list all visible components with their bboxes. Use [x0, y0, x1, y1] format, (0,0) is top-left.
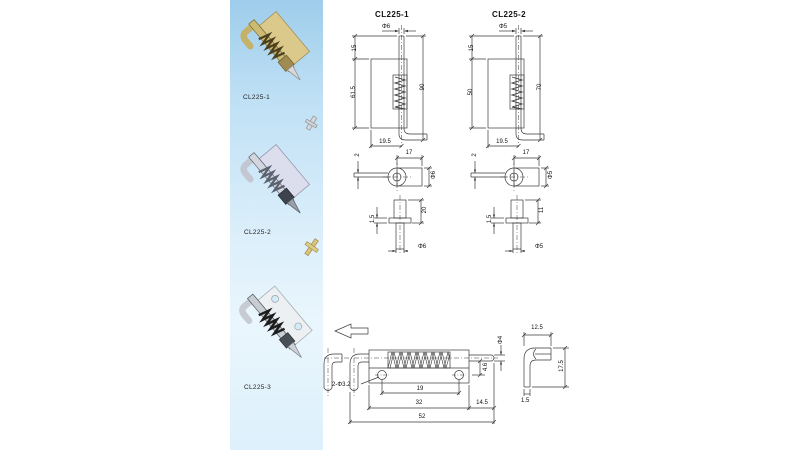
dim-foot-offset: 19.5 — [496, 139, 508, 145]
dim-top-segment: 15 — [469, 44, 475, 52]
product-label-cl225-2: CL225-2 — [244, 229, 272, 236]
dim-collar-thickness: 1.5 — [370, 214, 376, 224]
top-view-cl225-2: 2 17 Φ5 — [469, 148, 569, 196]
dim-rod-dia: Φ6 — [381, 24, 391, 30]
dim-overall-height: 90 — [420, 83, 426, 91]
dim-pin-dia: Φ5 — [534, 244, 544, 250]
spring-coil — [258, 307, 286, 337]
dim-body-height: 50 — [468, 88, 474, 96]
dim-rod-dia: Φ6 — [431, 170, 437, 180]
latch-photo-illustration — [240, 144, 311, 214]
dim-hole-callout: 2-Φ3.2 — [332, 382, 351, 388]
dim-plate-thickness: 2 — [355, 153, 361, 157]
front-view-cl225-2: Φ5 15 50 70 19.5 — [455, 22, 567, 152]
latch-photo-illustration — [240, 11, 311, 81]
dim-rod-dia: Φ5 — [548, 170, 554, 180]
drawing-title-cl225-1: CL225-1 — [375, 10, 409, 19]
dim-collar-thickness: 1.5 — [487, 214, 493, 224]
dim-grip-width: 12.5 — [531, 325, 543, 331]
dim-hole-span: 19 — [416, 386, 424, 392]
dim-body-length: 32 — [415, 400, 423, 406]
photo-strip-panel — [230, 0, 323, 450]
mounting-hole — [271, 295, 279, 303]
dim-knuckle-length: 17 — [405, 150, 413, 156]
pin-view-cl225-1: 20 1.5 Φ6 — [362, 192, 452, 256]
front-view-cl225-1: Φ6 15 61.5 90 19.5 — [338, 22, 450, 152]
spring-coil — [258, 31, 286, 61]
latch-photo-illustration — [239, 285, 313, 358]
dim-grip-height: 17.5 — [559, 360, 565, 372]
dim-rod-dia: Φ5 — [498, 24, 508, 30]
dim-pin-dia: Φ6 — [417, 244, 427, 250]
spring-coil — [258, 164, 286, 194]
accessory-pin-photo-1 — [303, 114, 319, 134]
dim-offset: 4.6 — [483, 362, 489, 372]
main-view-cl225-3: 2-Φ3.2 19 32 14.5 52 Φ4 4.6 — [322, 300, 597, 445]
product-label-cl225-1: CL225-1 — [243, 94, 271, 101]
product-photo-cl225-1 — [234, 2, 320, 98]
mounting-hole — [294, 322, 303, 331]
dim-leg-thickness: 1.5 — [521, 398, 530, 404]
dim-body-height: 61.5 — [351, 86, 357, 98]
dim-top-segment: 15 — [352, 44, 358, 52]
dim-overall-height: 70 — [537, 83, 543, 91]
direction-arrow-icon — [334, 323, 369, 339]
dim-overall-length: 52 — [418, 414, 426, 420]
accessory-pin-photo-2 — [301, 236, 321, 260]
dim-pin-length: 20 — [422, 206, 428, 214]
dim-knuckle-length: 17 — [522, 150, 530, 156]
dim-pin-extension: 14.5 — [476, 400, 488, 406]
dim-foot-offset: 19.5 — [379, 139, 391, 145]
product-photo-cl225-3 — [234, 272, 320, 380]
dim-pin-length: 11 — [539, 206, 545, 214]
pin-view-cl225-2: 11 1.5 Φ5 — [479, 192, 569, 256]
dim-pin-dia: Φ4 — [498, 335, 504, 345]
top-view-cl225-1: 2 17 Φ6 — [352, 148, 452, 196]
drawing-title-cl225-2: CL225-2 — [492, 10, 526, 19]
dim-plate-thickness: 2 — [472, 153, 478, 157]
product-label-cl225-3: CL225-3 — [244, 384, 272, 391]
side-view-cl225-3: 12.5 17.5 1.5 — [521, 322, 591, 417]
product-photo-cl225-2 — [234, 135, 320, 231]
